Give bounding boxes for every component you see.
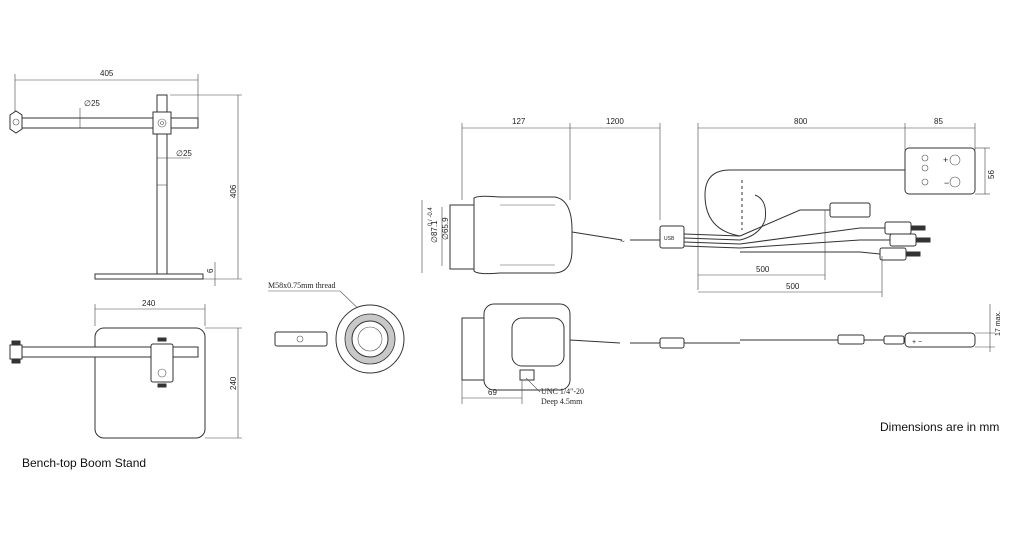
stand-side-view: 405 ∅25 ∅25 406 6 [9, 69, 242, 286]
controller-box-side [904, 332, 976, 348]
arm-clamp [152, 111, 172, 135]
dim-arm-diameter: ∅25 [84, 99, 100, 108]
mount-note-1: UNC 1/4"-20 [541, 387, 584, 396]
dim-base-width: 240 [142, 299, 156, 308]
camera-front-ring [449, 204, 475, 270]
dim-base-thickness: 6 [206, 268, 215, 273]
dim-cable-length-2: 800 [794, 117, 808, 126]
stand-base-side [94, 273, 204, 280]
stand-base-top [94, 327, 206, 439]
camera-bottom-view: 69 UNC 1/4"-20 Deep 4.5mm [461, 303, 740, 406]
dim-box-thickness: 17 max. [995, 311, 1002, 336]
svg-text:+ −: + − [912, 339, 922, 346]
camera-front-ring-2 [461, 317, 487, 381]
dim-height: 406 [229, 184, 238, 198]
units-note: Dimensions are in mm [880, 420, 1000, 434]
rca-plug-3 [879, 247, 907, 261]
cable-plug-front [274, 331, 328, 347]
usb-plug [659, 225, 685, 249]
stand-caption: Bench-top Boom Stand [22, 456, 147, 470]
dim-arm-length: 405 [100, 69, 114, 78]
rca-plug-1 [884, 221, 912, 235]
dim-lead-length-1: 500 [756, 265, 770, 274]
svg-text:+: + [943, 155, 948, 165]
boom-arm [21, 117, 199, 129]
dim-base-depth: 240 [229, 376, 238, 390]
thread-note: M58x0.75mm thread [268, 281, 336, 290]
svg-text:−: − [944, 178, 949, 188]
controller-cable [704, 169, 890, 237]
dim-pole-diameter: ∅25 [176, 149, 192, 158]
rca-plug-2 [889, 233, 917, 247]
controller-box [904, 147, 976, 195]
camera-front-view: M58x0.75mm thread [268, 281, 405, 374]
dim-cable-length-1: 1200 [606, 117, 624, 126]
dim-lead-length-2: 500 [786, 282, 800, 291]
dim-body-length: 127 [512, 117, 526, 126]
stand-top-view: 240 240 [9, 299, 242, 439]
stand-pole [156, 133, 168, 275]
svg-text:USB: USB [664, 236, 675, 242]
dim-box-height: 56 [987, 170, 996, 179]
controller-top-view: 800 85 + − 56 500 [697, 117, 996, 297]
arm-knob [9, 110, 23, 134]
clamp-top [150, 343, 174, 383]
camera-housing [473, 195, 573, 275]
power-connector [829, 202, 871, 218]
dim-tolerance: 0 / -0.4 [428, 207, 434, 226]
camera-side-view: 127 1200 ∅87.1 0 / -0.4 ∅65.9 ~ USB [421, 117, 741, 275]
camera-cable [571, 231, 623, 241]
mount-note-2: Deep 4.5mm [541, 397, 583, 406]
dim-box-width: 85 [934, 117, 943, 126]
dim-diameter-inner: ∅65.9 [441, 217, 450, 240]
dim-diameter-outer: ∅87.1 [430, 220, 439, 243]
controller-side-view: + − 17 max. [740, 304, 1002, 352]
svg-text:~: ~ [620, 237, 625, 246]
dim-front-length: 69 [488, 388, 497, 397]
